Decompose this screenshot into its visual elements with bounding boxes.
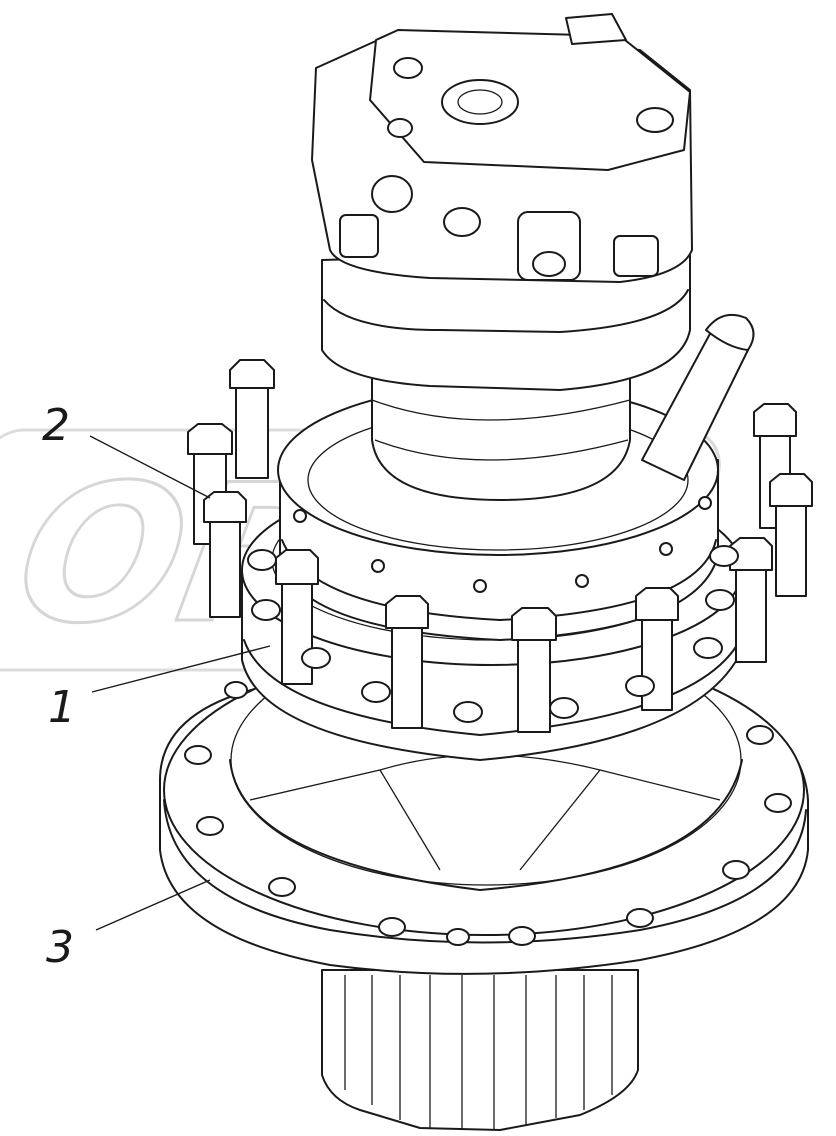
bolt [385, 595, 429, 729]
bolt [769, 473, 813, 597]
bolt [729, 537, 773, 663]
callout-1-label: 1 [48, 682, 76, 733]
callout-3: 3 [46, 879, 211, 973]
callout-3-label: 3 [46, 922, 74, 973]
hydraulic-motor [311, 13, 755, 481]
callout-2-label: 2 [42, 400, 70, 451]
bolt-set [187, 359, 813, 733]
bolt [511, 607, 557, 733]
callout-2: 2 [42, 400, 211, 499]
bolt [275, 549, 319, 685]
output-shaft [321, 969, 639, 1131]
motor-neck [371, 359, 631, 501]
bolt [203, 491, 247, 618]
bolt [229, 359, 275, 479]
callout-1: 1 [48, 645, 271, 733]
